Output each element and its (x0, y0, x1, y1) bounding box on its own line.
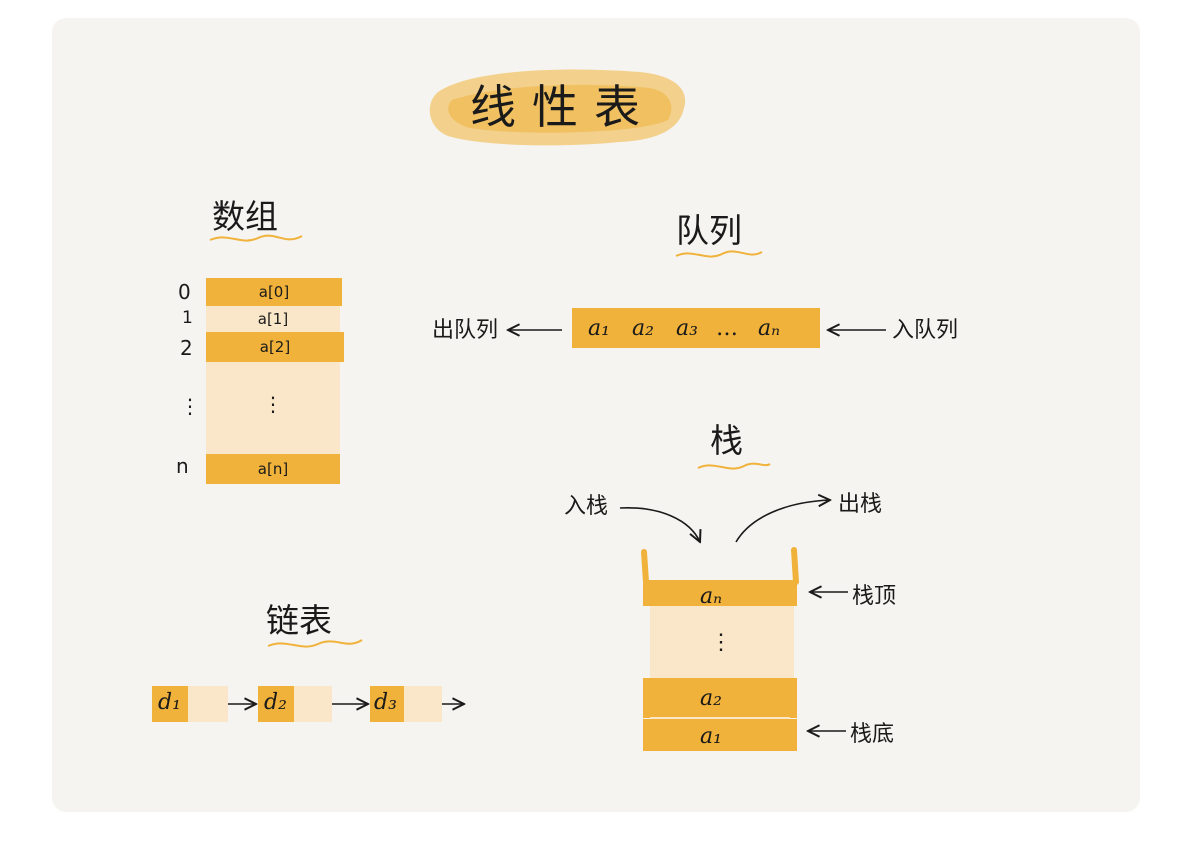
stack-bottom-label: 栈底 (850, 722, 895, 747)
list-node-data (258, 686, 294, 722)
queue-item: a₂ (632, 316, 654, 341)
list-node-data (370, 686, 404, 722)
array-cell-2 (206, 332, 344, 362)
stack-cell-top (643, 580, 797, 606)
list-node-label: d₁ (158, 690, 181, 715)
stack-item: aₙ (700, 584, 723, 609)
stack-heading: 栈 (710, 421, 743, 460)
array-index: 0 (178, 280, 191, 304)
pop-label: 出栈 (838, 492, 883, 517)
array-cell-n (206, 454, 340, 484)
array-cell-label: a[0] (258, 283, 290, 301)
queue-heading-underline (675, 250, 763, 258)
queue-bar (572, 308, 820, 348)
array-cell-label: a[n] (257, 460, 289, 478)
push-label: 入栈 (564, 494, 609, 519)
list-node-next (404, 686, 442, 722)
array-heading-underline (209, 234, 303, 242)
array-cell-1 (206, 306, 340, 332)
array-index: 2 (180, 336, 193, 360)
stack-cell-1 (643, 719, 797, 751)
array-cell-label: ⋮ (263, 392, 283, 416)
stack-cell-gap (650, 606, 794, 678)
list-heading-underline (267, 639, 363, 648)
enqueue-label: 入队列 (892, 318, 959, 343)
title-highlight (429, 69, 686, 146)
pop-arrow (735, 500, 830, 543)
dequeue-label: 出队列 (432, 318, 499, 343)
list-node-label: d₂ (264, 690, 287, 715)
list-heading: 链表 (266, 601, 332, 640)
list-node-next (294, 686, 332, 722)
array-index: 1 (182, 308, 193, 328)
stack-heading-underline (697, 462, 771, 470)
array-cell-label: a[1] (257, 310, 289, 328)
array-index: ⋮ (180, 394, 200, 418)
list-node-label: d₃ (374, 690, 397, 715)
list-node-data (152, 686, 188, 722)
stack-item: a₂ (700, 686, 722, 711)
array-cell-0 (206, 278, 342, 306)
array-index: n (176, 454, 189, 478)
array-cell-label: a[2] (259, 338, 291, 356)
queue-heading: 队列 (676, 211, 742, 250)
stack-top-label: 栈顶 (852, 584, 897, 609)
queue-item: … (716, 316, 738, 341)
page-title: 线性表 (470, 80, 656, 134)
push-arrow (619, 507, 700, 542)
stack-item: ⋮ (710, 630, 732, 655)
list-node-next (188, 686, 228, 722)
array-cell-gap (206, 362, 340, 454)
array-heading: 数组 (212, 197, 278, 236)
stack-cell-2 (643, 678, 797, 718)
queue-item: a₁ (588, 316, 610, 341)
queue-item: aₙ (758, 316, 781, 341)
stack-cell-divider (650, 717, 790, 719)
queue-item: a₃ (676, 316, 698, 341)
stack-walls (641, 547, 799, 585)
stack-item: a₁ (700, 724, 722, 749)
